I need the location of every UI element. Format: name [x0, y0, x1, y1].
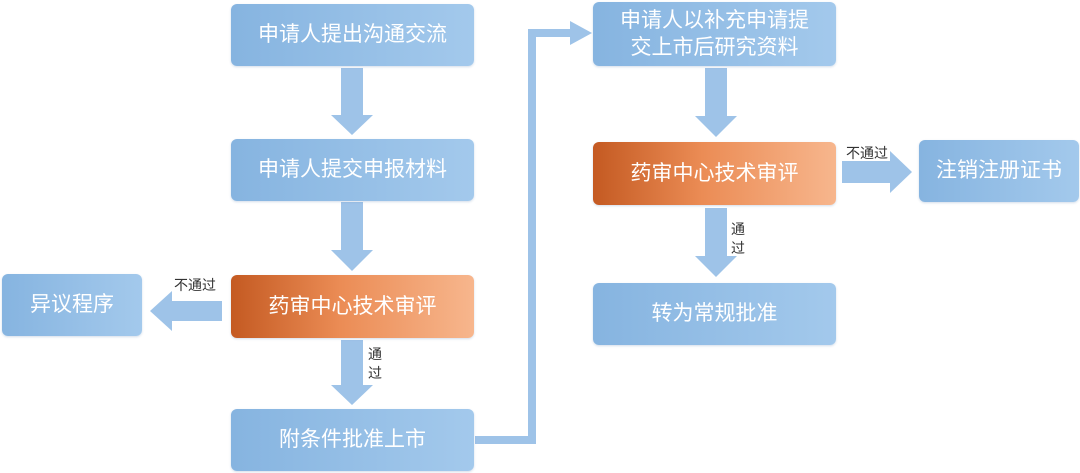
- arrow-review-to-regular: [695, 208, 737, 277]
- node-conditional-approval-text: 附条件批准上市: [279, 427, 426, 452]
- arrowhead-to-supplement: [570, 21, 592, 45]
- arrow-submit-to-review: [331, 202, 373, 271]
- node-review-right: 药审中心技术审评: [593, 142, 836, 205]
- edge-label-pass-left-char2: 过: [368, 365, 382, 382]
- edge-label-pass-left: 通 过: [366, 346, 384, 384]
- arrow-review-to-objection: [150, 291, 222, 331]
- node-objection: 异议程序: [2, 274, 142, 336]
- node-apply-communication: 申请人提出沟通交流: [231, 4, 474, 66]
- edge-label-fail-right: 不通过: [846, 146, 888, 162]
- node-review-left: 药审中心技术审评: [231, 275, 474, 338]
- node-cancel-registration: 注销注册证书: [919, 140, 1079, 202]
- node-conditional-approval: 附条件批准上市: [231, 409, 474, 471]
- arrow-review-to-cancel: [842, 151, 912, 193]
- edge-label-fail-left: 不通过: [174, 278, 216, 294]
- node-regular-approval: 转为常规批准: [593, 283, 836, 345]
- arrow-review-to-conditional: [331, 340, 373, 405]
- arrow-supplement-to-review: [695, 68, 737, 137]
- edge-label-pass-right-char2: 过: [731, 240, 745, 257]
- edge-label-pass-right-char1: 通: [731, 222, 745, 238]
- node-review-right-text: 药审中心技术审评: [630, 160, 799, 185]
- node-cancel-registration-text: 注销注册证书: [936, 158, 1062, 183]
- node-apply-communication-text: 申请人提出沟通交流: [258, 22, 447, 47]
- node-submit-materials: 申请人提交申报材料: [231, 139, 474, 201]
- node-supplement-text-line2: 交上市后研究资料: [630, 35, 799, 59]
- arrow-communication-to-submit: [331, 68, 373, 135]
- connector-conditional-to-supplement: [475, 29, 572, 444]
- node-regular-approval-text: 转为常规批准: [651, 301, 778, 326]
- node-submit-materials-text: 申请人提交申报材料: [258, 157, 447, 182]
- edge-label-pass-right: 通 过: [729, 221, 747, 259]
- node-supplement: 申请人以补充申请提 交上市后研究资料: [593, 2, 836, 66]
- node-objection-text: 异议程序: [30, 292, 114, 317]
- node-review-left-text: 药审中心技术审评: [268, 293, 437, 318]
- edge-label-pass-left-char1: 通: [368, 347, 382, 363]
- node-supplement-text-line1: 申请人以补充申请提: [620, 7, 809, 32]
